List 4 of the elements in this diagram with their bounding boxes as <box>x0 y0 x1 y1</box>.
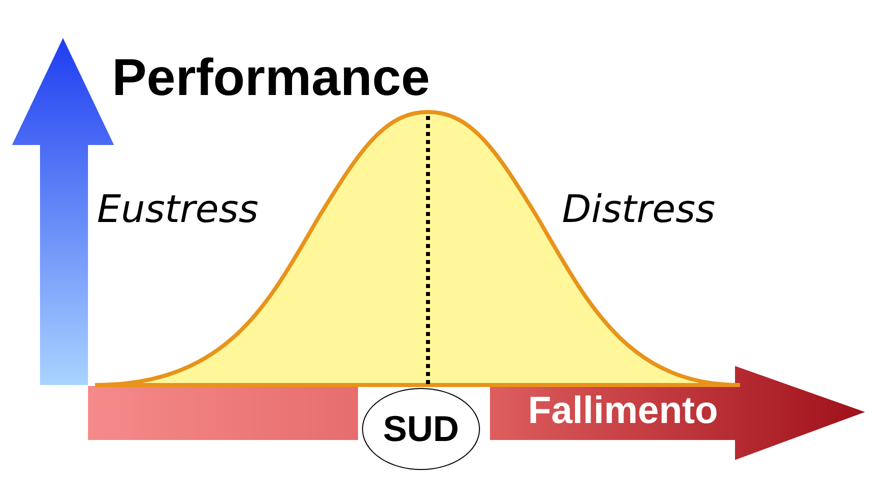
axis-title: Performance <box>112 52 430 104</box>
axis-label: Fallimento <box>528 392 718 430</box>
curve-label: Distress <box>562 190 716 228</box>
curve-label: Eustress <box>97 190 258 228</box>
